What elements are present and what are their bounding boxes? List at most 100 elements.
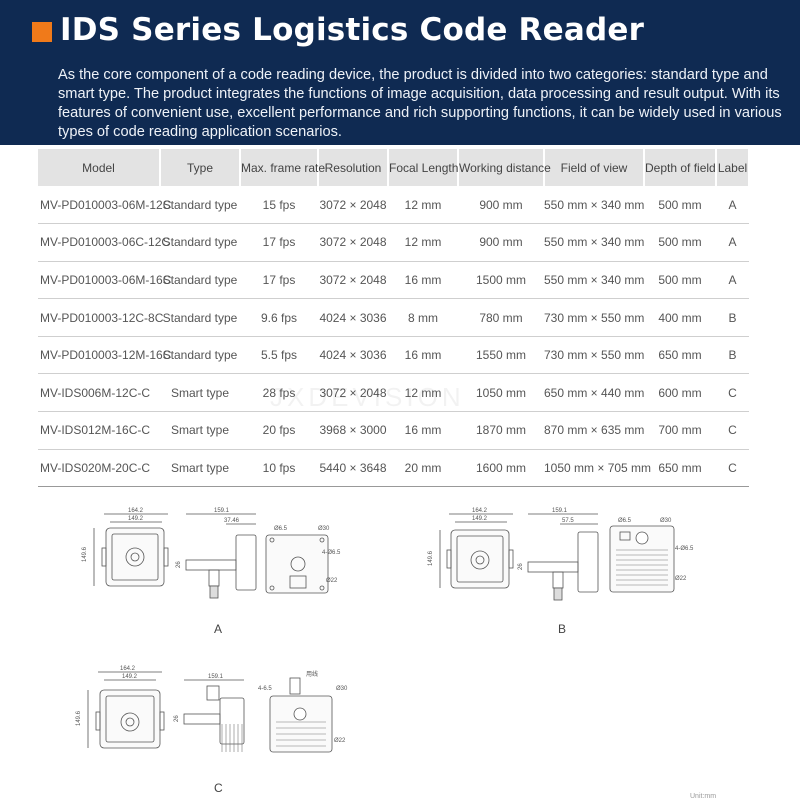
table-cell: 20 fps <box>240 411 318 450</box>
dim-b-hole: Ø6.5 <box>618 518 632 524</box>
table-cell: MV-IDS020M-20C-C <box>38 449 160 488</box>
dim-b-d22: Ø22 <box>675 576 687 582</box>
table-cell: 500 mm <box>644 223 716 262</box>
dim-c-h1: 149.6 <box>76 710 82 726</box>
dim-b-d65: 4-Ø6.5 <box>675 546 694 552</box>
unit-label: Unit:mm <box>690 793 717 800</box>
drawing-a <box>93 513 329 599</box>
dim-a-side1: 159.1 <box>214 508 230 514</box>
column-header: Focal Length <box>388 149 459 186</box>
column-header: Resolution <box>318 149 389 186</box>
dim-a-w1: 164.2 <box>128 508 144 514</box>
table-cell: 700 mm <box>644 411 716 450</box>
table-cell: Smart type <box>160 373 240 413</box>
table-cell: 17 fps <box>240 223 318 262</box>
table-cell: 3072 × 2048 <box>318 261 388 300</box>
table-cell: MV-PD010003-06M-16C <box>38 261 171 300</box>
table-cell: Smart type <box>160 411 240 450</box>
dim-c-w1: 164.2 <box>120 666 136 672</box>
table-cell: 12 mm <box>388 373 458 413</box>
table-cell: 12 mm <box>388 186 458 225</box>
dim-a-d30: Ø30 <box>318 526 330 532</box>
column-header: Working distance <box>458 149 551 186</box>
dim-b-h1: 149.6 <box>428 550 434 566</box>
dim-c-cable: 用线 <box>306 670 318 678</box>
column-header: Label <box>716 149 750 186</box>
table-cell: MV-PD010003-12M-16C <box>38 336 171 375</box>
table-cell: 5.5 fps <box>240 336 318 375</box>
table-cell: 17 fps <box>240 261 318 300</box>
table-cell: 650 mm × 440 mm <box>544 373 644 413</box>
table-cell: Standard type <box>160 223 240 262</box>
drawing-b <box>439 513 675 601</box>
table-cell: 3072 × 2048 <box>318 223 388 262</box>
table-cell: Standard type <box>160 336 240 375</box>
table-cell: 500 mm <box>644 186 716 225</box>
table-cell: 730 mm × 550 mm <box>544 336 644 375</box>
drawing-a-label: A <box>214 622 222 636</box>
header-banner: IDS Series Logistics Code Reader As the … <box>0 0 800 145</box>
table-cell: 870 mm × 635 mm <box>544 411 644 450</box>
table-cell: 4024 × 3036 <box>318 336 388 375</box>
table-cell: MV-IDS012M-16C-C <box>38 411 160 450</box>
table-cell: 3072 × 2048 <box>318 373 388 413</box>
table-cell: 16 mm <box>388 336 458 375</box>
table-cell: MV-IDS006M-12C-C <box>38 373 160 413</box>
table-cell: A <box>716 223 749 262</box>
table-cell: Standard type <box>160 186 240 225</box>
table-cell: Standard type <box>160 261 240 300</box>
column-header: Type <box>160 149 241 186</box>
dim-c-d65: 4-6.5 <box>258 686 272 692</box>
dim-a-w2: 149.2 <box>128 516 144 522</box>
dim-a-d22: Ø22 <box>326 578 338 584</box>
table-cell: MV-PD010003-06C-12C <box>38 223 170 262</box>
table-cell: 1600 mm <box>458 449 544 488</box>
page-title: IDS Series Logistics Code Reader <box>60 12 645 48</box>
table-cell: 730 mm × 550 mm <box>544 298 644 337</box>
table-cell: 5440 × 3648 <box>318 449 388 488</box>
dim-c-d22: Ø22 <box>334 738 346 744</box>
table-cell: 3072 × 2048 <box>318 186 388 225</box>
column-header: Max. frame rate <box>240 149 325 186</box>
accent-square-icon <box>32 22 52 42</box>
table-cell: 4024 × 3036 <box>318 298 388 337</box>
column-header: Depth of field <box>644 149 717 186</box>
table-cell: 1550 mm <box>458 336 544 375</box>
table-cell: 1870 mm <box>458 411 544 450</box>
dim-c-side1: 159.1 <box>208 674 224 680</box>
page-description: As the core component of a code reading … <box>58 67 782 140</box>
table-cell: A <box>716 186 749 225</box>
table-cell: 400 mm <box>644 298 716 337</box>
dim-a-h1: 149.6 <box>82 546 88 562</box>
table-cell: MV-PD010003-12C-8C <box>38 298 163 337</box>
table-cell: 900 mm <box>458 186 544 225</box>
table-cell: 1500 mm <box>458 261 544 300</box>
table-cell: 600 mm <box>644 373 716 413</box>
dim-a-side2: 37.46 <box>224 518 240 524</box>
dim-b-w1: 164.2 <box>472 508 488 514</box>
dim-a-h2: 26 <box>176 561 182 568</box>
table-cell: 16 mm <box>388 261 458 300</box>
table-cell: C <box>716 411 749 450</box>
table-cell: B <box>716 298 749 337</box>
table-cell: 3968 × 3000 <box>318 411 388 450</box>
dim-c-w2: 149.2 <box>122 674 138 680</box>
table-cell: B <box>716 336 749 375</box>
table-cell: 650 mm <box>644 336 716 375</box>
table-cell: 20 mm <box>388 449 458 488</box>
dim-a-hole: Ø6.5 <box>274 526 288 532</box>
drawing-b-label: B <box>558 622 566 636</box>
dim-b-h2: 26 <box>518 563 524 570</box>
table-cell: C <box>716 373 749 413</box>
table-cell: 780 mm <box>458 298 544 337</box>
dim-b-w2: 149.2 <box>472 516 488 522</box>
table-cell: 15 fps <box>240 186 318 225</box>
dim-c-d30: Ø30 <box>336 686 348 692</box>
